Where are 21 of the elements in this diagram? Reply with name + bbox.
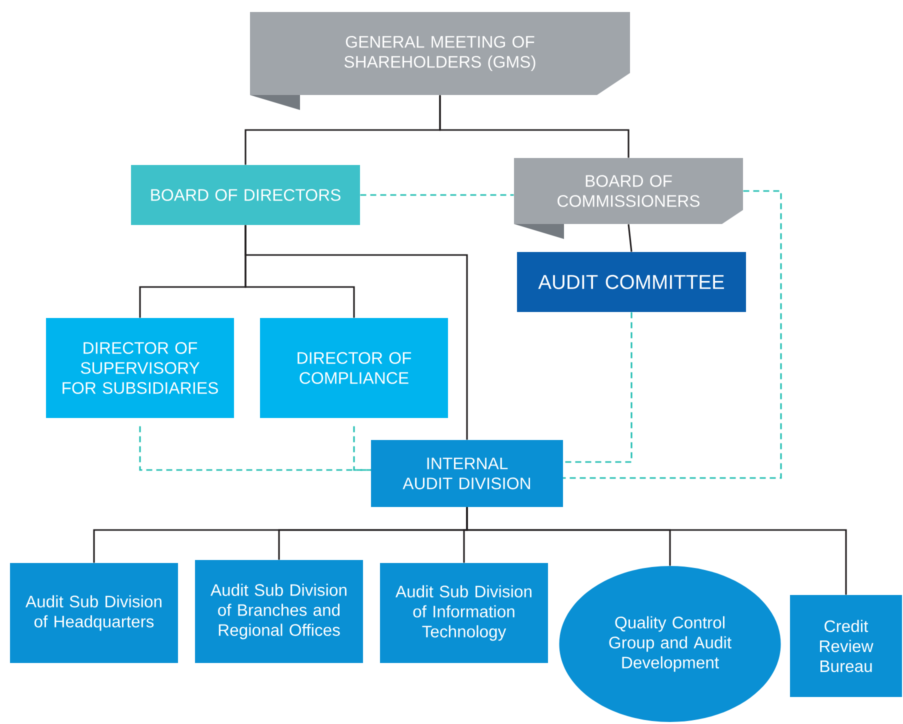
banner-box: BOARD OF COMMISSIONERS: [514, 158, 743, 239]
process-box: Audit Sub Division of Information Technology: [380, 563, 548, 663]
connector-line: [139, 426, 371, 471]
connector-line: [628, 224, 632, 252]
process-box: AUDIT COMMITTEE: [517, 252, 746, 312]
process-box: Credit Review Bureau: [790, 595, 902, 697]
process-box: INTERNAL AUDIT DIVISION: [371, 440, 563, 507]
connector-line: [563, 312, 632, 463]
connector-line: [439, 95, 630, 158]
connector-line: [353, 426, 371, 471]
banner-box: GENERAL MEETING OF SHAREHOLDERS (GMS): [250, 12, 630, 110]
process-box: Audit Sub Division of Branches and Regional Offices: [195, 560, 363, 663]
connector-line: [466, 507, 847, 595]
connector-line: [563, 190, 782, 479]
process-box: DIRECTOR OF COMPLIANCE: [260, 318, 448, 418]
ellipse-node: Quality Control Group and Audit Development: [559, 566, 781, 722]
process-box: BOARD OF DIRECTORS: [131, 165, 360, 225]
process-box: Audit Sub Division of Headquarters: [10, 563, 178, 663]
connector-line: [360, 194, 514, 196]
connector-line: [244, 225, 468, 440]
process-box: DIRECTOR OF SUPERVISORY FOR SUBSIDIARIES: [46, 318, 234, 418]
